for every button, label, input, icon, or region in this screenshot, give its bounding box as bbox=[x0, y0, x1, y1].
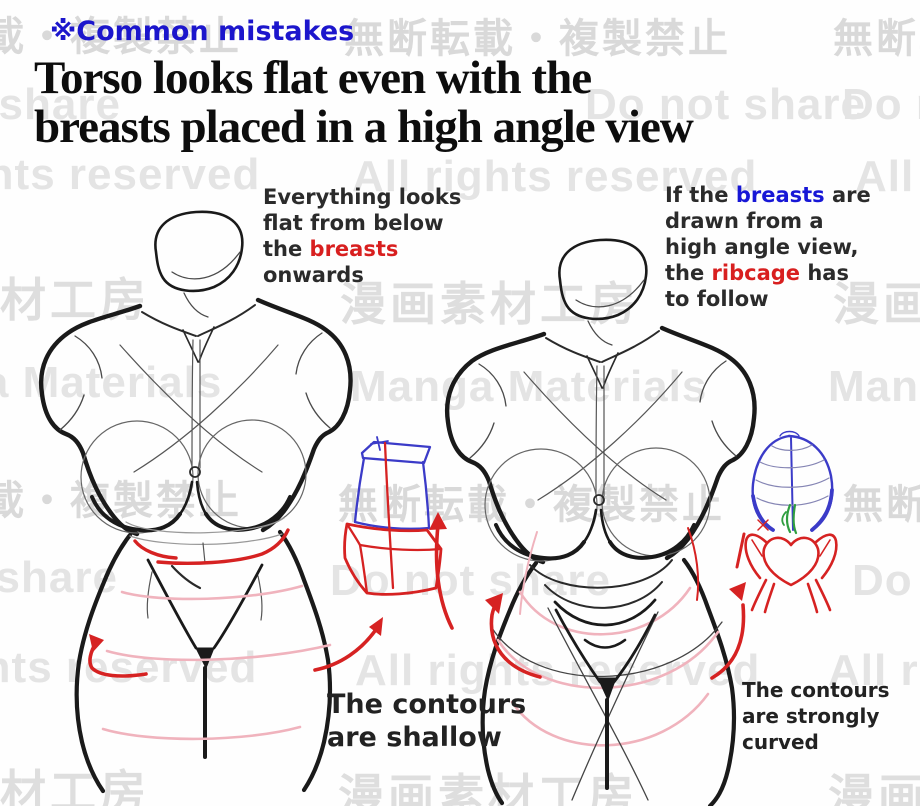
contours-shallow-label: The contours are shallow bbox=[327, 689, 527, 753]
watermark-studio-jp: 漫画素材工房 bbox=[833, 277, 920, 331]
contours-curved-label: The contours are strongly curved bbox=[742, 678, 890, 754]
watermark-do-not-share: Do not share bbox=[330, 556, 611, 605]
common-mistakes-tag: ※Common mistakes bbox=[50, 16, 355, 47]
watermark-studio-jp: 漫画素材工房 bbox=[0, 765, 150, 806]
right-annotation-text: are drawn from a high angle view, the bbox=[665, 183, 871, 285]
ribcage-pelvis-diagram bbox=[744, 430, 838, 614]
watermark-all-rights: All rights reserved bbox=[352, 152, 758, 201]
left-annotation-breasts-word: breasts bbox=[309, 237, 399, 261]
watermark-studio-en: Manga Materials bbox=[828, 362, 920, 411]
curved-arrow-icon bbox=[429, 512, 454, 630]
watermark-studio-en: Manga Materials bbox=[350, 362, 708, 411]
watermark-do-not-share: Do not share bbox=[852, 556, 920, 605]
watermark-do-not-share: Do not share bbox=[0, 80, 121, 129]
curved-arrow-icon bbox=[485, 593, 542, 679]
watermark-no-copy: 無断転載・複製禁止 bbox=[338, 482, 725, 528]
left-annotation-text: Everything looks flat from below the bbox=[263, 185, 462, 261]
right-annotation: If the breasts are drawn from a high ang… bbox=[665, 182, 871, 312]
right-annotation-text: has to follow bbox=[665, 261, 849, 311]
box-construction-diagram bbox=[343, 436, 443, 596]
watermark-studio-jp: 漫画素材工房 bbox=[340, 277, 640, 331]
watermark-all-rights: All rights reserved bbox=[855, 152, 920, 201]
left-annotation-text: onwards bbox=[263, 263, 364, 287]
right-annotation-text: If the bbox=[665, 183, 736, 207]
watermark-do-not-share: Do not share bbox=[842, 80, 920, 129]
right-torso-sketch bbox=[444, 238, 757, 806]
watermark-no-copy: 無断転載・複製禁止 bbox=[843, 482, 920, 528]
watermark-no-copy: 無断転載・複製禁止 bbox=[0, 14, 242, 60]
curved-arrow-icon bbox=[710, 532, 746, 680]
watermark-all-rights: All rights reserved bbox=[0, 643, 258, 692]
watermark-studio-en: Manga Materials bbox=[0, 358, 223, 407]
watermark-do-not-share: Do not share bbox=[585, 80, 866, 129]
right-annotation-ribcage-word: ribcage bbox=[711, 261, 801, 285]
watermark-all-rights: All rights reserved bbox=[828, 646, 920, 695]
left-annotation: Everything looks flat from below the bre… bbox=[263, 184, 461, 288]
curved-arrow-icon bbox=[88, 634, 148, 678]
left-torso-sketch bbox=[38, 210, 353, 794]
curved-arrow-icon bbox=[313, 617, 383, 672]
watermark-studio-jp: 漫画素材工房 bbox=[828, 769, 920, 806]
watermark-no-copy: 無断転載・複製禁止 bbox=[344, 16, 731, 62]
watermark-studio-jp: 漫画素材工房 bbox=[338, 769, 638, 806]
right-annotation-breasts-word: breasts bbox=[735, 183, 825, 207]
watermark-all-rights: All rights reserved bbox=[0, 150, 261, 199]
watermark-all-rights: All rights reserved bbox=[355, 646, 761, 695]
page-title: Torso looks flat even with the breasts p… bbox=[34, 52, 694, 153]
watermark-studio-jp: 漫画素材工房 bbox=[0, 273, 150, 327]
watermark-no-copy: 無断転載・複製禁止 bbox=[833, 16, 920, 62]
